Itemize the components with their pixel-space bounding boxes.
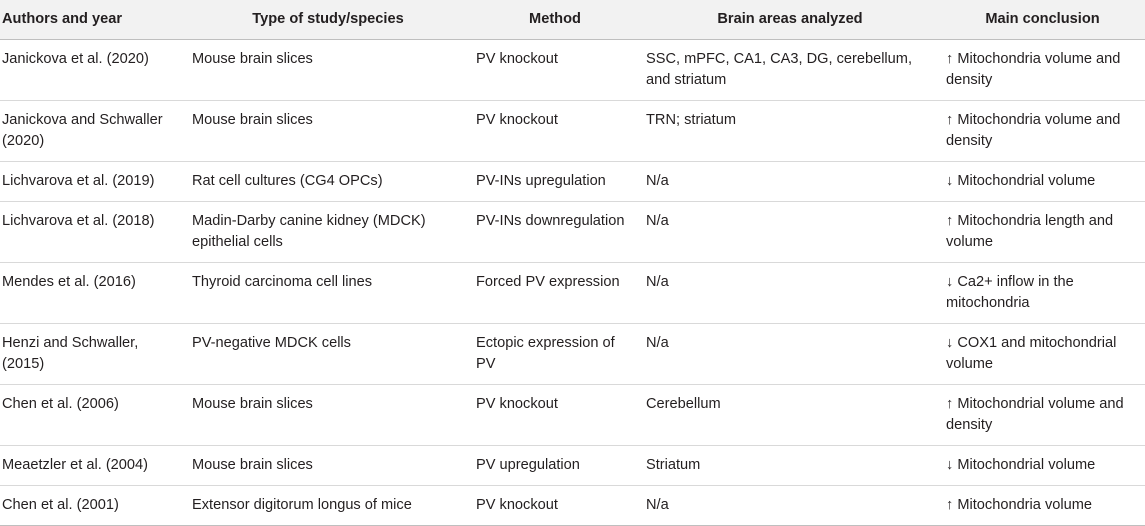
- cell-brain-areas: Striatum: [640, 445, 940, 486]
- cell-brain-areas: N/a: [640, 161, 940, 202]
- cell-main-conclusion: ↑ Mitochondrial volume and density: [940, 384, 1145, 446]
- table-row: Lichvarova et al. (2018) Madin-Darby can…: [0, 201, 1145, 263]
- cell-main-conclusion: ↑ Mitochondria volume and density: [940, 100, 1145, 162]
- cell-study-type: Mouse brain slices: [186, 384, 470, 446]
- cell-brain-areas: TRN; striatum: [640, 100, 940, 162]
- table-row: Chen et al. (2006) Mouse brain slices PV…: [0, 384, 1145, 446]
- cell-study-type: Mouse brain slices: [186, 100, 470, 162]
- cell-method: PV knockout: [470, 39, 640, 101]
- cell-main-conclusion: ↓ Mitochondrial volume: [940, 445, 1145, 486]
- cell-main-conclusion: ↓ Ca2+ inflow in the mitochondria: [940, 262, 1145, 324]
- cell-brain-areas: SSC, mPFC, CA1, CA3, DG, cerebellum, and…: [640, 39, 940, 101]
- cell-method: PV-INs downregulation: [470, 201, 640, 263]
- cell-method: Forced PV expression: [470, 262, 640, 324]
- cell-study-type: Thyroid carcinoma cell lines: [186, 262, 470, 324]
- cell-study-type: Mouse brain slices: [186, 39, 470, 101]
- table-row: Lichvarova et al. (2019) Rat cell cultur…: [0, 161, 1145, 202]
- table-row: Mendes et al. (2016) Thyroid carcinoma c…: [0, 262, 1145, 324]
- cell-study-type: Rat cell cultures (CG4 OPCs): [186, 161, 470, 202]
- cell-main-conclusion: ↑ Mitochondria volume: [940, 485, 1145, 526]
- cell-brain-areas: N/a: [640, 485, 940, 526]
- cell-brain-areas: N/a: [640, 201, 940, 263]
- cell-authors-year: Chen et al. (2006): [0, 384, 186, 446]
- cell-authors-year: Chen et al. (2001): [0, 485, 186, 526]
- cell-method: PV knockout: [470, 100, 640, 162]
- table-header: Authors and year Type of study/species M…: [0, 0, 1145, 40]
- cell-authors-year: Meaetzler et al. (2004): [0, 445, 186, 486]
- cell-method: PV knockout: [470, 485, 640, 526]
- cell-study-type: Extensor digitorum longus of mice: [186, 485, 470, 526]
- cell-main-conclusion: ↓ Mitochondrial volume: [940, 161, 1145, 202]
- cell-authors-year: Lichvarova et al. (2019): [0, 161, 186, 202]
- header-main-conclusion: Main conclusion: [940, 0, 1145, 40]
- table-row: Janickova and Schwaller (2020) Mouse bra…: [0, 100, 1145, 162]
- cell-method: PV upregulation: [470, 445, 640, 486]
- cell-main-conclusion: ↑ Mitochondria volume and density: [940, 39, 1145, 101]
- header-brain-areas: Brain areas analyzed: [640, 0, 940, 40]
- cell-method: PV-INs upregulation: [470, 161, 640, 202]
- table-body: Janickova et al. (2020) Mouse brain slic…: [0, 39, 1145, 526]
- cell-authors-year: Janickova et al. (2020): [0, 39, 186, 101]
- table-row: Chen et al. (2001) Extensor digitorum lo…: [0, 485, 1145, 526]
- table-row: Meaetzler et al. (2004) Mouse brain slic…: [0, 445, 1145, 486]
- cell-study-type: PV-negative MDCK cells: [186, 323, 470, 385]
- cell-method: PV knockout: [470, 384, 640, 446]
- cell-authors-year: Henzi and Schwaller, (2015): [0, 323, 186, 385]
- cell-study-type: Madin-Darby canine kidney (MDCK) epithel…: [186, 201, 470, 263]
- cell-main-conclusion: ↓ COX1 and mitochondrial volume: [940, 323, 1145, 385]
- cell-authors-year: Lichvarova et al. (2018): [0, 201, 186, 263]
- cell-method: Ectopic expression of PV: [470, 323, 640, 385]
- header-method: Method: [470, 0, 640, 40]
- table-row: Janickova et al. (2020) Mouse brain slic…: [0, 39, 1145, 101]
- cell-brain-areas: N/a: [640, 323, 940, 385]
- header-study-type: Type of study/species: [186, 0, 470, 40]
- cell-main-conclusion: ↑ Mitochondria length and volume: [940, 201, 1145, 263]
- cell-authors-year: Janickova and Schwaller (2020): [0, 100, 186, 162]
- cell-authors-year: Mendes et al. (2016): [0, 262, 186, 324]
- cell-brain-areas: N/a: [640, 262, 940, 324]
- cell-brain-areas: Cerebellum: [640, 384, 940, 446]
- table-row: Henzi and Schwaller, (2015) PV-negative …: [0, 323, 1145, 385]
- header-row: Authors and year Type of study/species M…: [0, 0, 1145, 40]
- header-authors-year: Authors and year: [0, 0, 186, 40]
- cell-study-type: Mouse brain slices: [186, 445, 470, 486]
